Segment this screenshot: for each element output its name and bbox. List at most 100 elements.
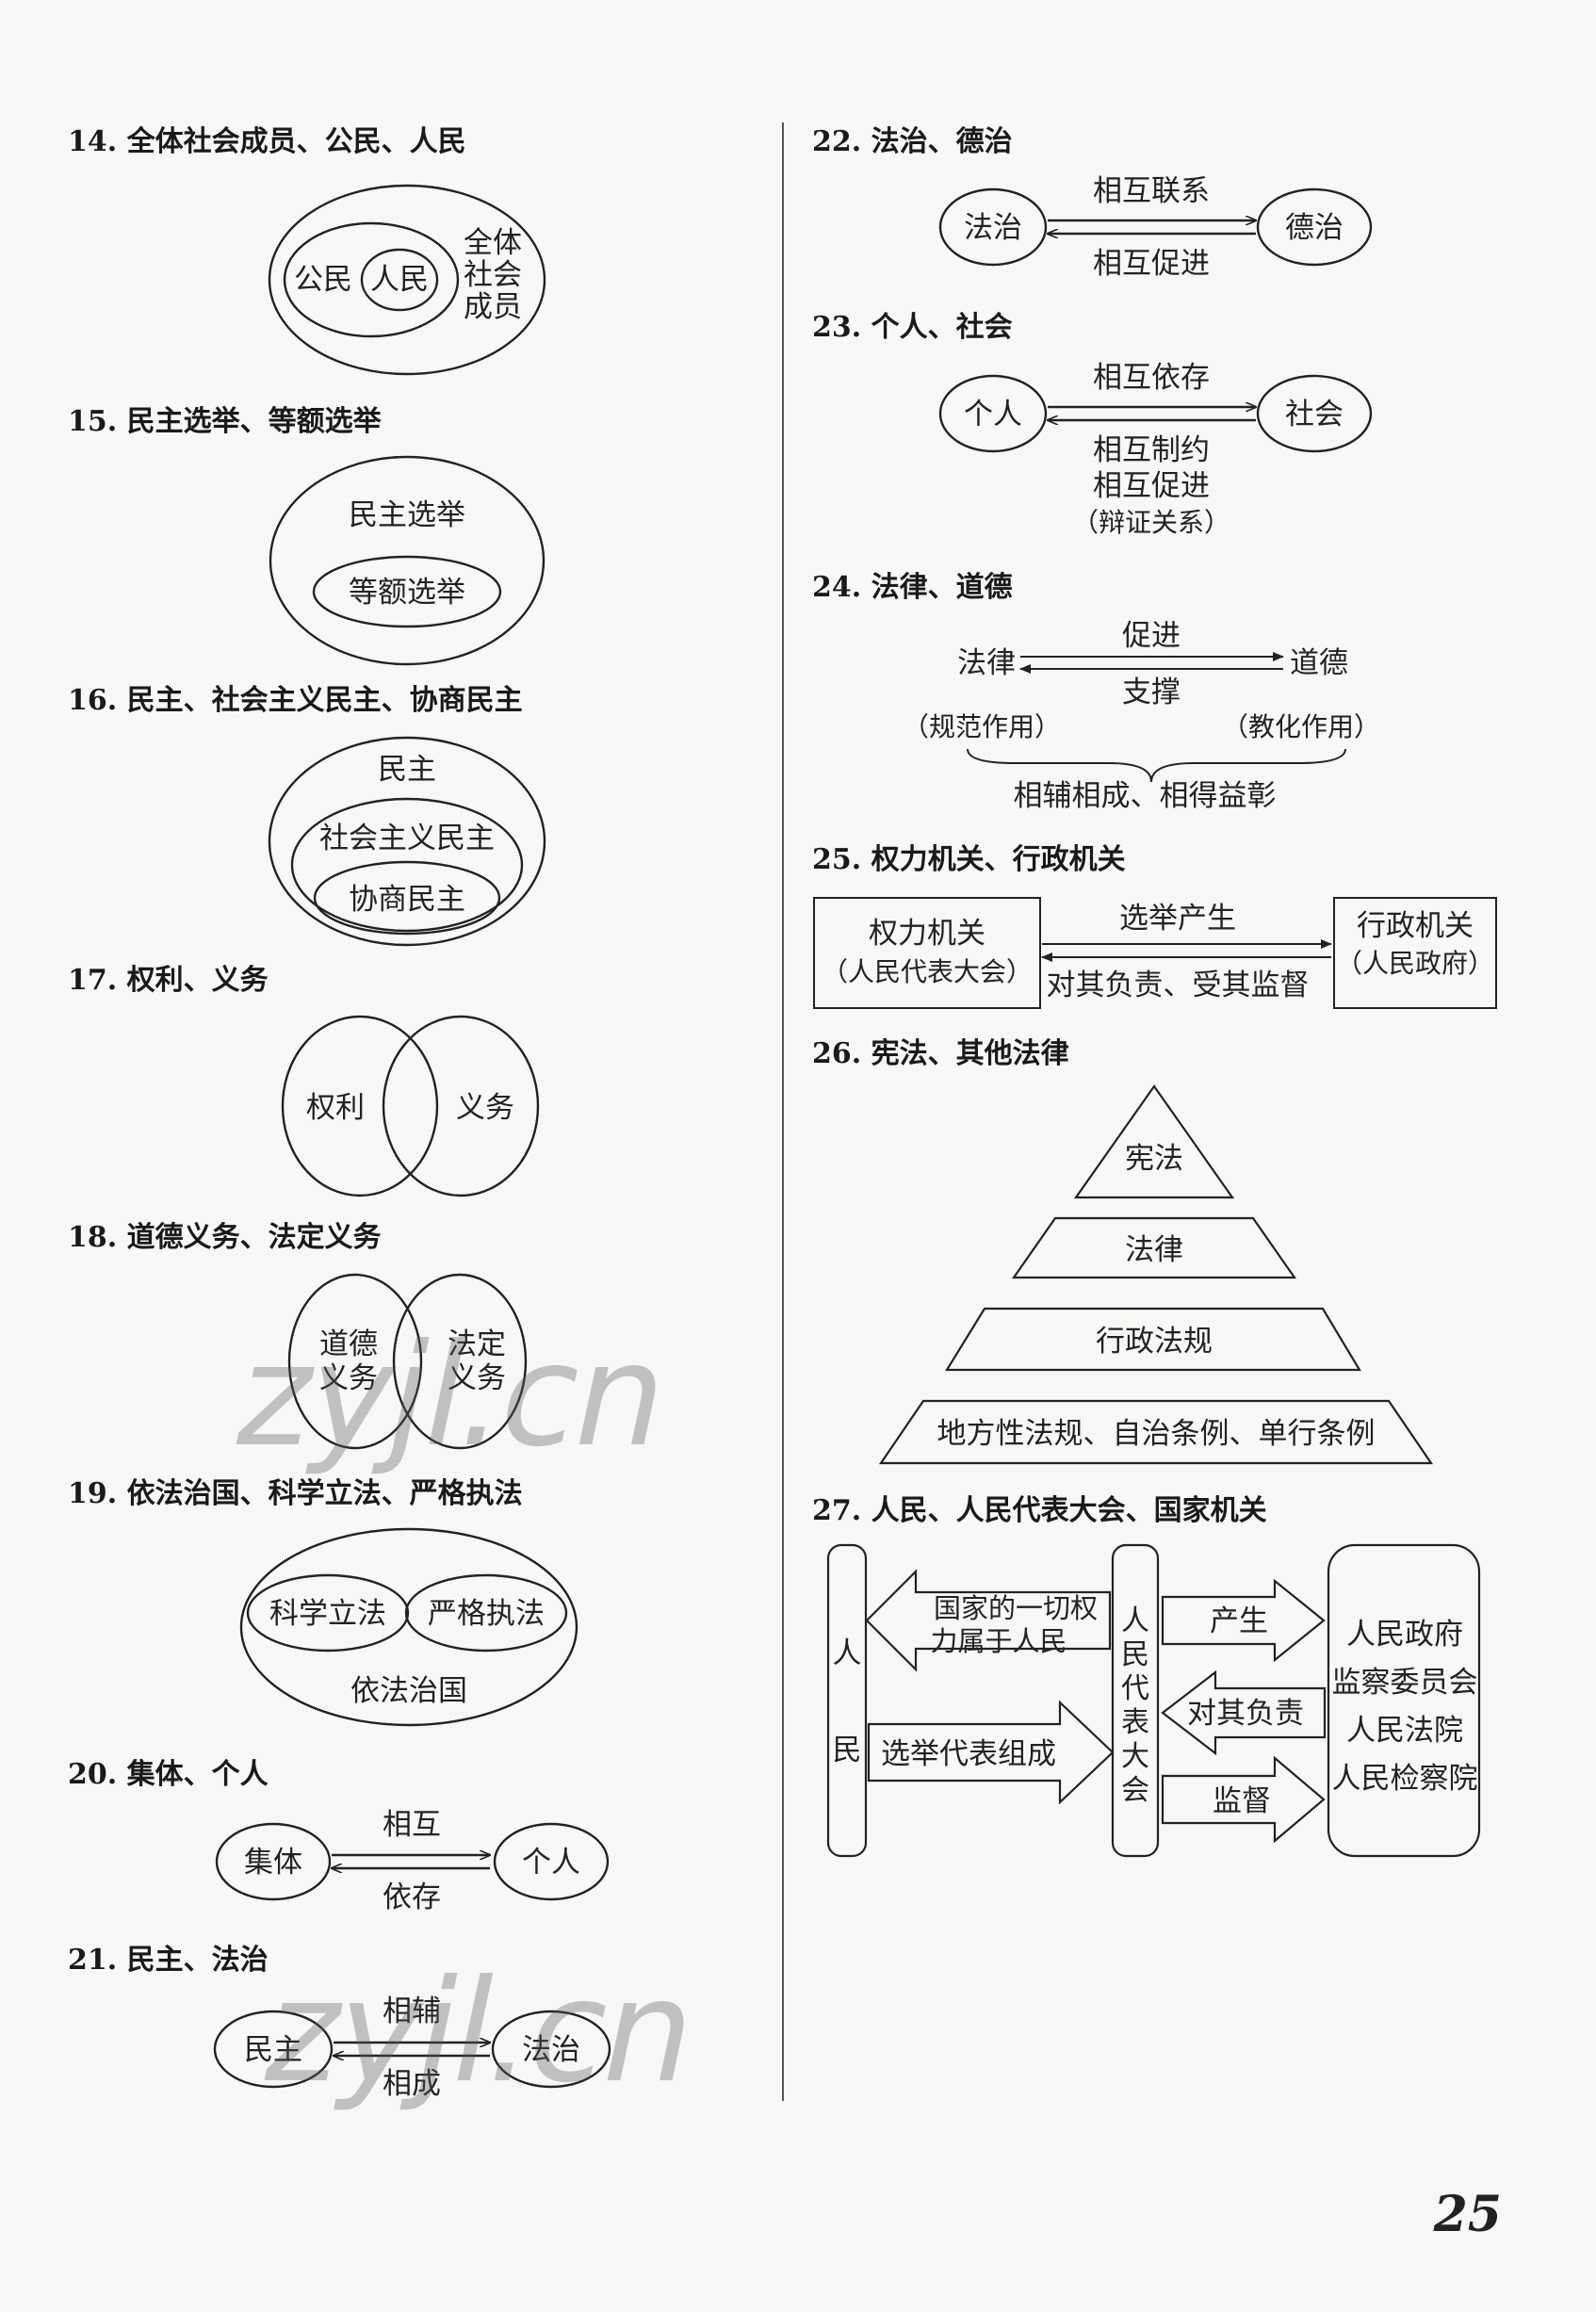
label-27-people-1: 人 [833, 1636, 862, 1670]
heading-20: 20. 集体、个人 [68, 1758, 269, 1791]
diagram-24 [967, 652, 1346, 783]
heading-24: 24. 法律、道德 [812, 571, 1013, 604]
label-23-bottom-3: （辩证关系） [1072, 507, 1230, 538]
heading-16: 16. 民主、社会主义民主、协商民主 [68, 684, 523, 717]
label-14-outer-1: 全体 [464, 226, 522, 260]
heading-21: 21. 民主、法治 [68, 1944, 269, 1977]
label-27-congress-5: 大 [1121, 1740, 1149, 1773]
label-26-level-3: 行政法规 [1096, 1325, 1213, 1359]
label-27-arrow1-1: 国家的一切权 [934, 1592, 1098, 1624]
heading-23: 23. 个人、社会 [812, 311, 1013, 344]
citizen-ellipse [283, 221, 460, 338]
diagram-17 [281, 1015, 540, 1197]
diagram-18 [287, 1273, 528, 1450]
page-number: 25 [1433, 2186, 1502, 2243]
label-27-organ-3: 人民法院 [1346, 1714, 1463, 1748]
label-27-arrow1-2: 力属于人民 [930, 1625, 1067, 1657]
heading-26: 26. 宪法、其他法律 [812, 1037, 1069, 1070]
label-15-outer: 民主选举 [349, 498, 465, 532]
label-22-top: 相互联系 [1093, 174, 1210, 208]
diagram-26 [878, 1084, 1434, 1465]
heading-14: 14. 全体社会成员、公民、人民 [68, 125, 466, 158]
label-27-people-2: 民 [833, 1734, 862, 1767]
diagram-25 [813, 897, 1497, 1009]
watermark: zyjl.cn [222, 1314, 680, 1478]
society-ellipse [268, 184, 546, 376]
label-16-inner: 协商民主 [349, 883, 465, 917]
label-19-left: 科学立法 [269, 1597, 386, 1631]
column-divider [782, 122, 784, 2101]
label-24-summary: 相辅相成、相得益彰 [1014, 779, 1277, 813]
heading-27: 27. 人民、人民代表大会、国家机关 [812, 1494, 1267, 1527]
label-14-outer-3: 成员 [464, 290, 522, 324]
people-ellipse [360, 248, 439, 312]
label-20-top: 相互 [383, 1808, 441, 1842]
label-22-right: 德治 [1285, 211, 1344, 245]
label-19-right: 严格执法 [428, 1597, 545, 1631]
label-26-level-1: 宪法 [1125, 1142, 1183, 1176]
heading-17: 17. 权利、义务 [68, 964, 269, 997]
label-27-organ-1: 人民政府 [1346, 1618, 1463, 1652]
label-24-left: 法律 [957, 646, 1016, 680]
label-23-left: 个人 [964, 398, 1022, 431]
label-21-right: 法治 [522, 2033, 580, 2067]
label-27-congress-4: 表 [1121, 1706, 1149, 1739]
label-27-arrow3: 产生 [1210, 1604, 1268, 1638]
label-14-inner: 人民 [370, 263, 429, 297]
label-24-left-note: （规范作用） [903, 711, 1061, 742]
label-27-congress-3: 代 [1121, 1672, 1149, 1705]
label-27-congress-2: 民 [1121, 1638, 1149, 1671]
diagram-14 [268, 184, 546, 376]
diagram-22 [938, 187, 1373, 267]
label-21-left: 民主 [244, 2033, 302, 2067]
diagram-21 [213, 2010, 611, 2089]
label-20-bottom: 依存 [383, 1881, 441, 1914]
label-27-organ-2: 监察委员会 [1332, 1666, 1478, 1700]
heading-18: 18. 道德义务、法定义务 [68, 1221, 382, 1254]
label-18-left-2: 义务 [319, 1361, 378, 1395]
label-19-outer: 依法治国 [350, 1674, 467, 1708]
diagram-15 [269, 455, 546, 666]
label-27-congress-6: 会 [1121, 1774, 1149, 1807]
diagram-16 [268, 736, 546, 947]
label-24-right-note: （教化作用） [1222, 711, 1380, 742]
label-25-top: 选举产生 [1119, 902, 1236, 936]
label-18-left-1: 道德 [319, 1327, 378, 1361]
label-17-left: 权利 [306, 1091, 365, 1125]
label-18-right-1: 法定 [448, 1327, 506, 1361]
label-17-right: 义务 [456, 1091, 514, 1125]
label-25-right-2: （人民政府） [1336, 948, 1494, 979]
label-24-right: 道德 [1290, 646, 1348, 680]
heading-22: 22. 法治、德治 [812, 125, 1013, 158]
label-25-left-2: （人民代表大会） [822, 956, 1033, 987]
diagram-23 [938, 374, 1373, 453]
label-16-middle: 社会主义民主 [319, 822, 495, 855]
heading-25: 25. 权力机关、行政机关 [812, 843, 1126, 876]
label-24-top: 促进 [1122, 619, 1181, 653]
label-21-bottom: 相成 [383, 2067, 441, 2101]
label-20-right: 个人 [522, 1846, 580, 1880]
label-27-arrow5: 监督 [1213, 1784, 1271, 1818]
watermark: zyjl.cn [251, 1950, 708, 2114]
label-18-right-2: 义务 [448, 1361, 506, 1395]
label-20-left: 集体 [244, 1846, 302, 1880]
label-25-left-1: 权力机关 [869, 917, 985, 951]
label-15-inner: 等额选举 [349, 576, 465, 610]
label-22-bottom: 相互促进 [1093, 247, 1210, 281]
label-23-bottom-2: 相互促进 [1093, 469, 1210, 503]
label-26-level-2: 法律 [1125, 1233, 1183, 1267]
label-27-arrow4: 对其负责 [1187, 1697, 1304, 1731]
label-14-outer-2: 社会 [464, 258, 522, 292]
label-23-bottom-1: 相互制约 [1093, 433, 1210, 467]
label-27-congress-1: 人 [1121, 1604, 1149, 1637]
label-23-top: 相互依存 [1093, 361, 1210, 395]
diagram-20 [215, 1822, 610, 1901]
label-24-bottom: 支撑 [1122, 676, 1181, 709]
label-21-top: 相辅 [383, 1995, 441, 2028]
diagram-19 [239, 1527, 578, 1727]
heading-19: 19. 依法治国、科学立法、严格执法 [68, 1477, 523, 1510]
label-25-bottom: 对其负责、受其监督 [1047, 969, 1310, 1002]
label-22-left: 法治 [964, 211, 1022, 245]
label-23-right: 社会 [1285, 398, 1344, 431]
